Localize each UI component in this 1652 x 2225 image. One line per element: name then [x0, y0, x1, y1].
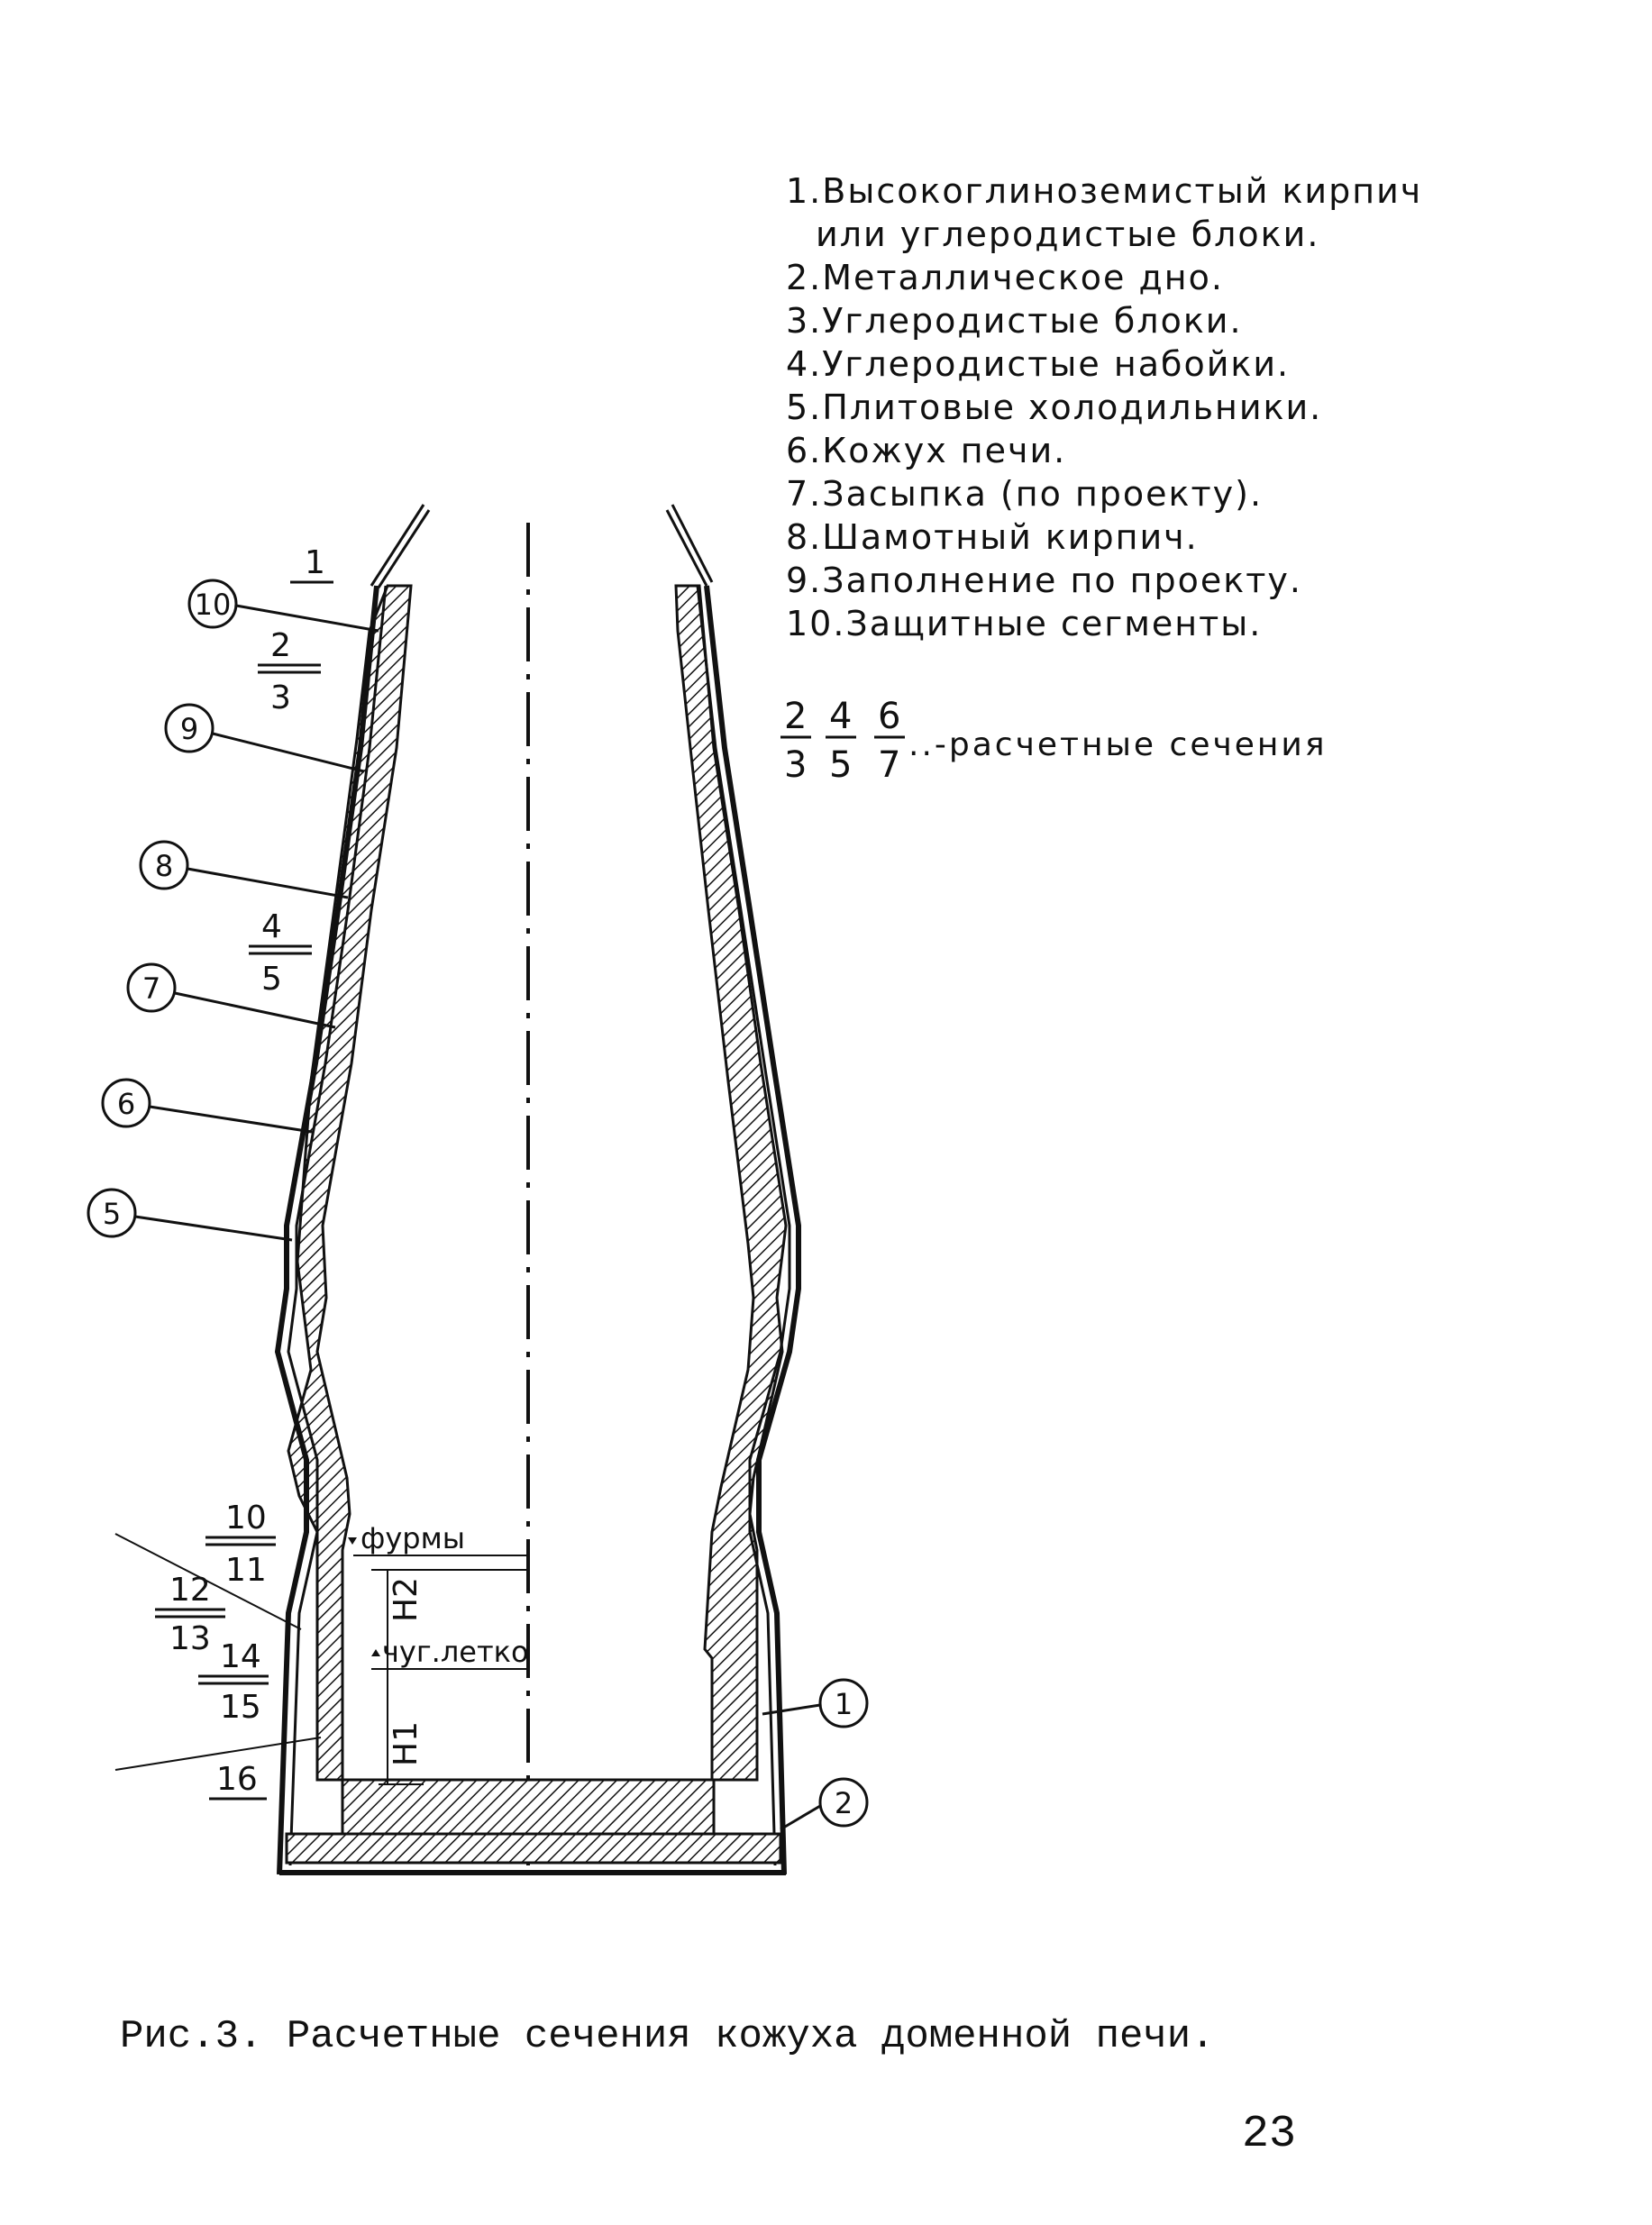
legend-item-1: 1.Высокоглиноземистый кирпич: [786, 171, 1423, 211]
section-11: 11: [225, 1552, 267, 1589]
callout-circle-6: [101, 1078, 151, 1128]
callout-10: 10: [195, 588, 232, 622]
callout-circle-9: [164, 703, 214, 753]
legend-item-3: 3.Углеродистые блоки.: [786, 301, 1243, 341]
section-16: 16: [216, 1761, 258, 1798]
callout-5: 5: [103, 1197, 121, 1231]
legend-item-5: 5.Плитовые холодильники.: [786, 388, 1323, 427]
callout-8: 8: [155, 849, 173, 883]
legend-item-4: 4.Углеродистые набойки.: [786, 344, 1291, 384]
taphole-label: чуг.летко: [382, 1635, 529, 1669]
right-shell-inner: [696, 585, 791, 1866]
legend-item-9: 9.Заполнение по проекту.: [786, 561, 1302, 600]
section-top: 1: [305, 544, 325, 581]
sections-note: 2 3 4 5 6 7 ..-расчетные сечения: [780, 696, 1327, 786]
note-denominator-1: 3: [784, 744, 807, 786]
h2-label: H2: [388, 1577, 424, 1622]
section-13: 13: [169, 1620, 211, 1657]
hearth-bottom: [285, 1832, 782, 1865]
callout-9: 9: [180, 712, 198, 746]
callout-2: 2: [835, 1786, 853, 1820]
section-labels: 1 2 3 4 5 10 11 12 13 14 15 16: [114, 544, 333, 1801]
callout-6: 6: [117, 1087, 135, 1121]
left-shell: [274, 585, 379, 1875]
legend-item-1-cont: или углеродистые блоки.: [816, 214, 1320, 254]
page-number: 23: [1242, 2109, 1297, 2160]
right-lining: [674, 584, 788, 1782]
section-4: 4: [261, 908, 282, 945]
left-wall: [274, 504, 431, 1875]
right-wall: [665, 504, 801, 1875]
callout-7: 7: [142, 971, 160, 1006]
levels: фурмы чуг.летко H2 H1: [348, 1521, 529, 1785]
section-12: 12: [169, 1572, 211, 1609]
callout-circle-8: [139, 840, 189, 890]
left-shell-inner: [287, 585, 388, 1866]
right-callouts: 1 2: [762, 1678, 869, 1831]
legend-item-10: 10.Защитные сегменты.: [786, 604, 1263, 643]
note-numerator-2: 4: [829, 696, 852, 737]
h1-label: H1: [388, 1721, 424, 1766]
legend-item-2: 2.Металлическое дно.: [786, 258, 1224, 297]
callout-circle-1: [818, 1678, 869, 1728]
section-15: 15: [220, 1689, 261, 1726]
legend-item-7: 7.Засыпка (по проекту).: [786, 474, 1264, 514]
section-3: 3: [270, 679, 291, 716]
section-14: 14: [220, 1638, 261, 1675]
note-numerator-3: 6: [878, 696, 900, 737]
note-denominator-2: 5: [829, 744, 852, 786]
tuyere-label: фурмы: [361, 1521, 465, 1555]
callout-1: 1: [835, 1687, 853, 1721]
callout-circle-2: [818, 1777, 869, 1828]
note-numerator-1: 2: [784, 696, 807, 737]
callout-circle-7: [126, 962, 177, 1013]
section-5: 5: [261, 961, 282, 998]
callout-circle-10: [187, 579, 238, 629]
section-10: 10: [225, 1500, 267, 1537]
note-denominator-3: 7: [878, 744, 900, 786]
hearth: [279, 1778, 786, 1875]
left-callouts: 10 9 8 7 6 5: [87, 579, 379, 1242]
hearth-blocks: [341, 1778, 716, 1836]
legend-item-6: 6.Кожух печи.: [786, 431, 1067, 470]
section-2: 2: [270, 627, 291, 664]
callout-circle-5: [87, 1188, 137, 1238]
note-suffix: ..-расчетные сечения: [908, 726, 1327, 763]
figure-caption: Рис.3. Расчетные сечения кожуха доменной…: [120, 2014, 1215, 2059]
right-shell: [704, 585, 801, 1875]
legend-item-8: 8.Шамотный кирпич.: [786, 517, 1199, 557]
